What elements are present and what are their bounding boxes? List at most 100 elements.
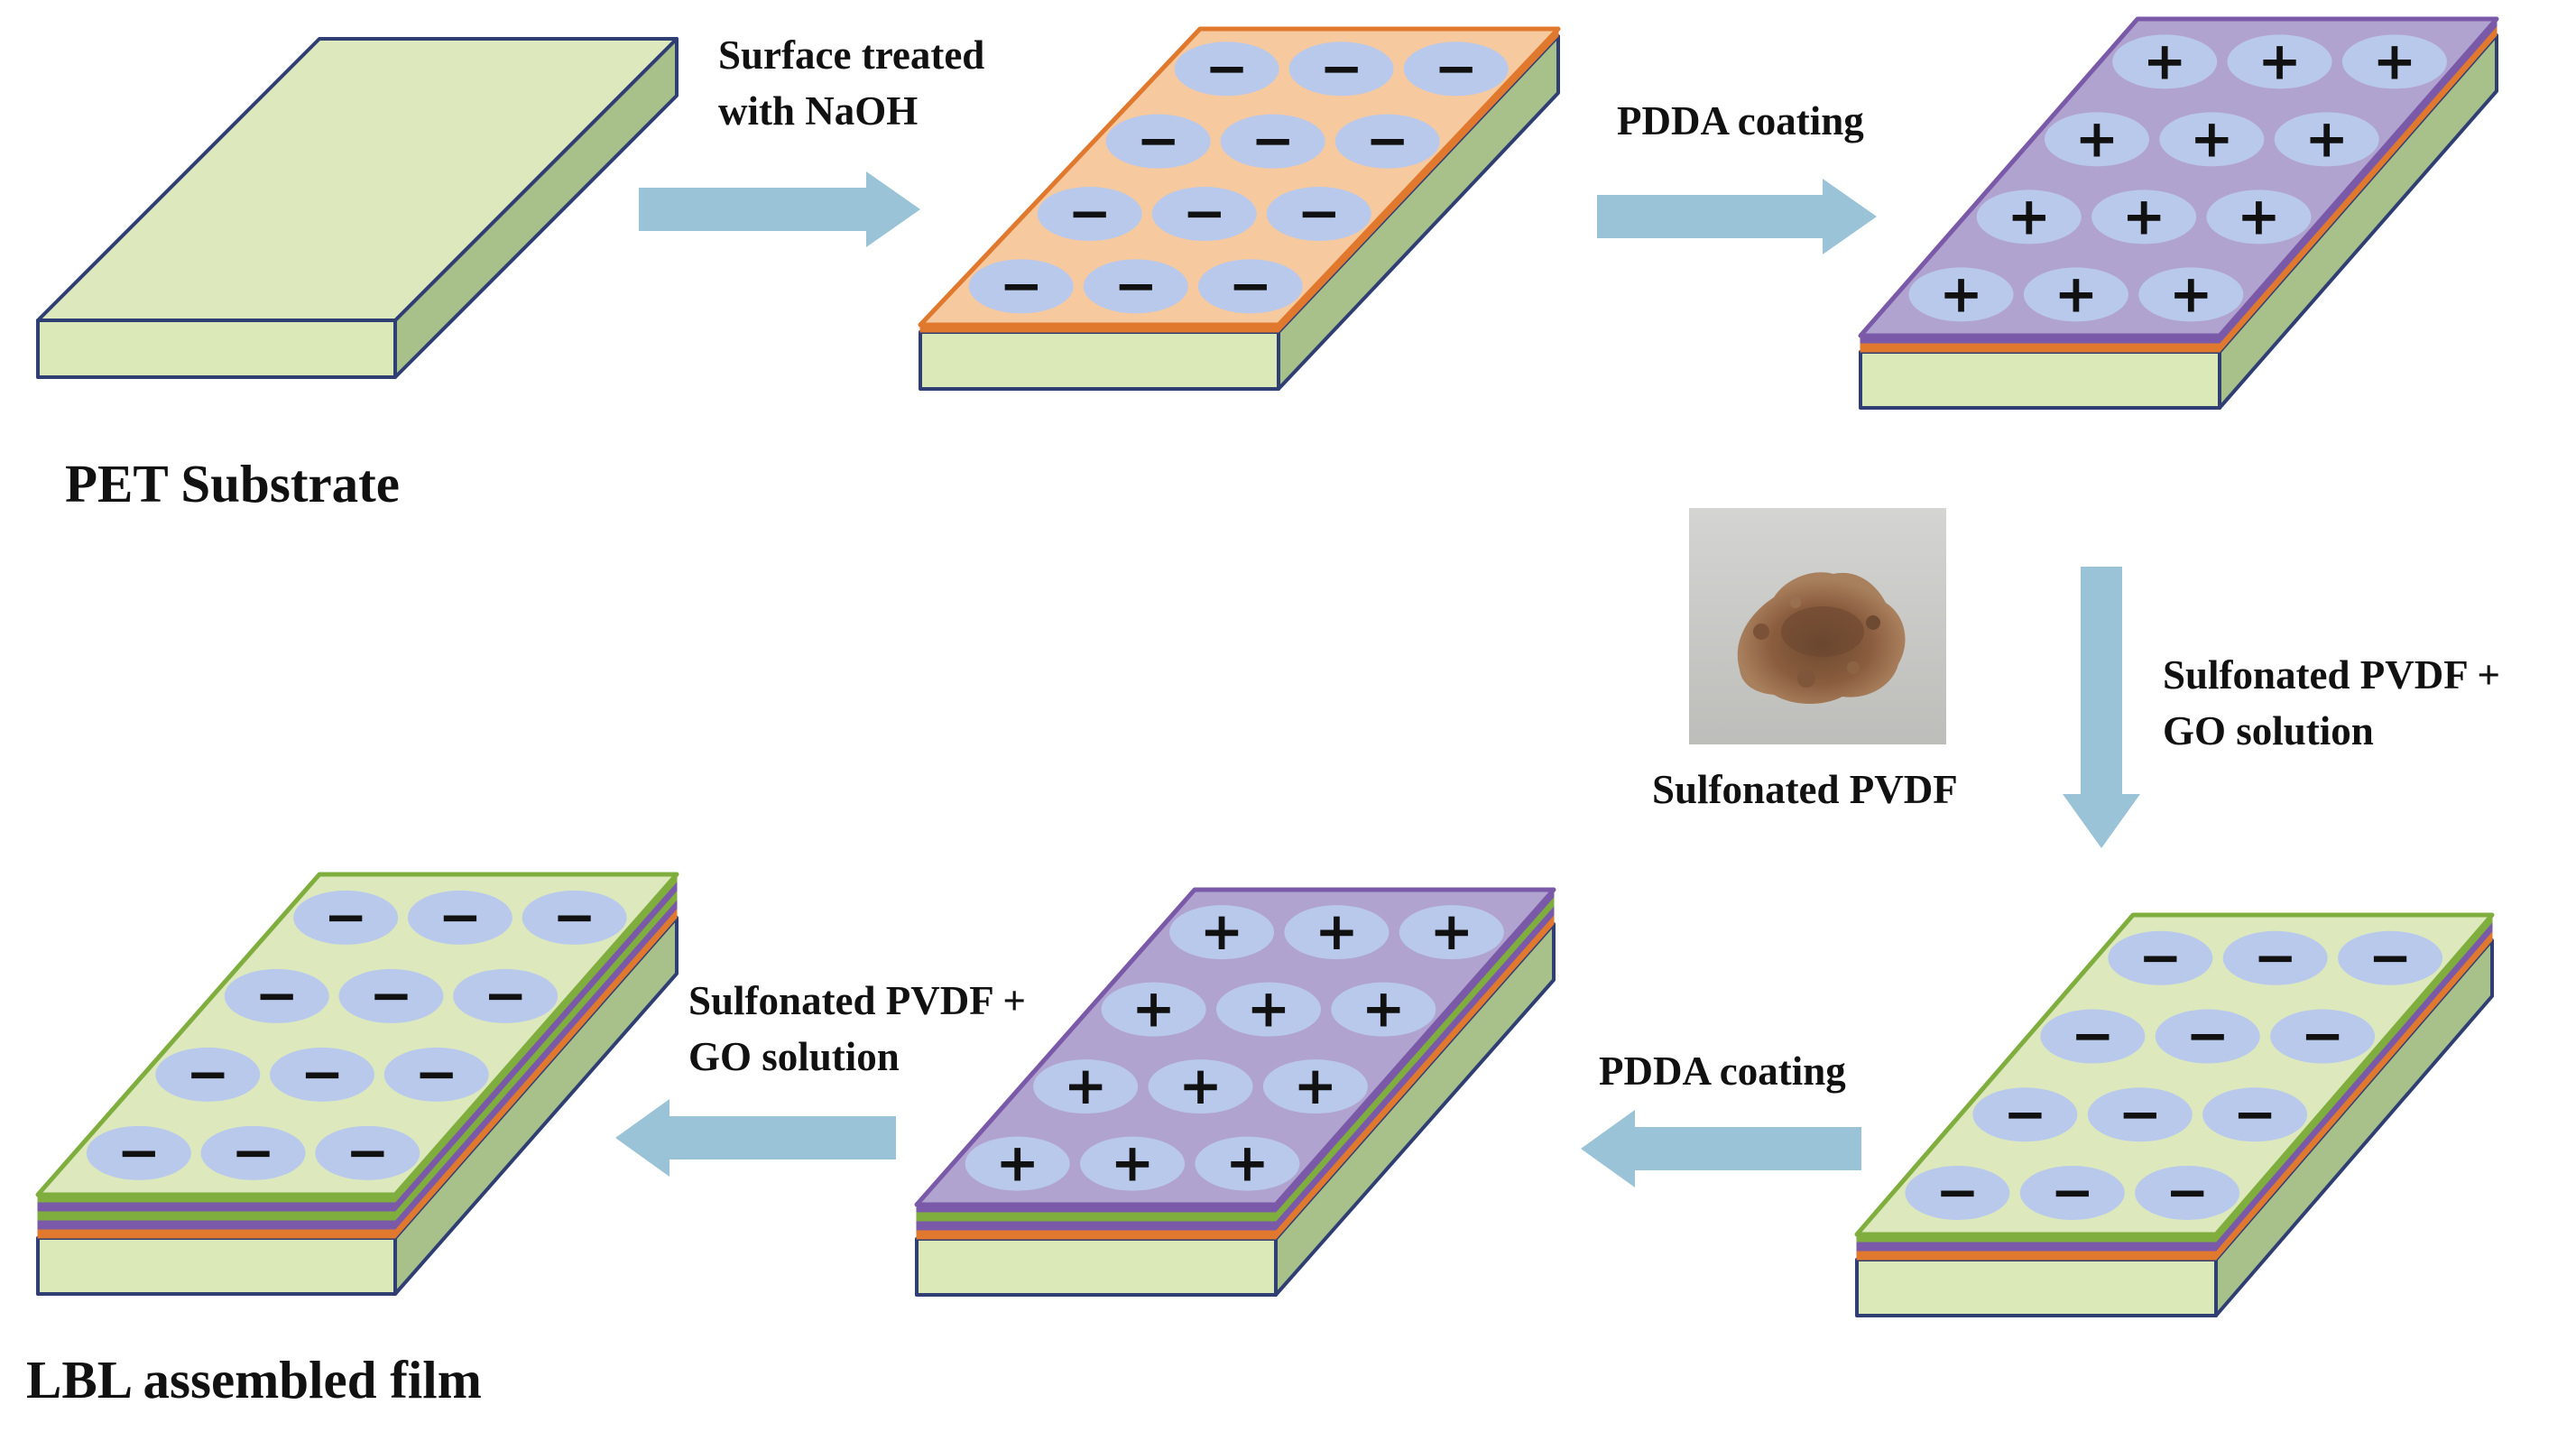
arrow-right-step1: [639, 171, 920, 247]
charge-ellipse: [1334, 114, 1440, 169]
positive-charge-sign: +: [2075, 107, 2119, 169]
slab-pet-substrate: [36, 37, 679, 379]
charge-ellipse: [522, 890, 627, 945]
step4-label: PDDA coating: [1599, 1049, 1846, 1094]
charge-ellipse: [1195, 1136, 1300, 1191]
layer-pdda-front: [916, 1220, 1277, 1231]
charge-ellipse: [2138, 267, 2244, 322]
charge-ellipse: [2274, 112, 2379, 167]
charge-ellipse: [293, 890, 399, 945]
charge-ellipse: [1262, 1059, 1368, 1114]
negative-charge-sign: −: [1319, 37, 1363, 98]
slab-lbl-film: −−−−−−−−−−−−: [35, 872, 679, 1296]
substrate-front-face: [915, 1237, 1278, 1297]
charge-ellipse: [1148, 1059, 1253, 1114]
positive-charge-sign: +: [1064, 1055, 1108, 1116]
negative-charge-sign: −: [1113, 254, 1158, 316]
charge-ellipse: [338, 968, 444, 1023]
negative-charge-sign: −: [369, 965, 413, 1026]
negative-charge-sign: −: [999, 254, 1043, 316]
pet-substrate-label: PET Substrate: [65, 454, 400, 513]
negative-charge-sign: −: [2118, 1083, 2162, 1144]
negative-charge-sign: −: [1136, 110, 1180, 171]
charge-ellipse: [1220, 114, 1325, 169]
top-surface: [36, 37, 679, 322]
positive-charge-sign: +: [2054, 263, 2099, 324]
negative-charge-sign: −: [1205, 37, 1249, 98]
charge-ellipse: [1169, 905, 1275, 960]
step2-label: PDDA coating: [1617, 98, 1864, 143]
positive-charge-sign: +: [2122, 185, 2166, 246]
charge-ellipse: [2091, 189, 2197, 245]
positive-charge-sign: +: [1315, 901, 1359, 962]
slab-pdda-second: ++++++++++++: [914, 887, 1556, 1297]
positive-charge-sign: +: [2257, 30, 2302, 91]
charge-ellipse: [1399, 905, 1504, 960]
layer-pdda-front: [37, 1219, 396, 1230]
negative-charge-sign: −: [2003, 1083, 2047, 1144]
substrate-front-face: [1855, 1258, 2218, 1317]
charge-ellipse: [383, 1047, 489, 1102]
negative-charge-sign: −: [1229, 254, 1273, 316]
negative-charge-sign: −: [1251, 110, 1295, 171]
charge-ellipse: [2270, 1009, 2376, 1064]
negative-charge-sign: −: [552, 886, 596, 947]
charge-ellipse: [2044, 112, 2149, 167]
top-surface: [918, 26, 1561, 328]
charge-ellipse: [315, 1125, 420, 1180]
charge-ellipse: [1080, 1136, 1186, 1191]
positive-charge-sign: +: [1362, 978, 1406, 1039]
negative-charge-sign: −: [1067, 182, 1112, 244]
negative-charge-sign: −: [254, 965, 299, 1026]
negative-charge-sign: −: [2233, 1083, 2277, 1144]
arrow-right-step2: [1597, 179, 1877, 254]
charge-ellipse: [1197, 259, 1303, 314]
charge-ellipse: [2040, 1009, 2146, 1064]
charge-ellipse: [968, 259, 1074, 314]
positive-charge-sign: +: [2143, 30, 2187, 91]
layer-naoh-front: [916, 1229, 1277, 1240]
positive-charge-sign: +: [1939, 263, 1983, 324]
negative-charge-sign: −: [324, 886, 368, 947]
negative-charge-sign: −: [2368, 927, 2413, 988]
charge-ellipse: [1083, 259, 1188, 314]
positive-charge-sign: +: [2169, 263, 2213, 324]
layer-pdda-front: [37, 1201, 396, 1212]
substrate-front-face: [919, 330, 1280, 391]
positive-charge-sign: +: [1429, 901, 1473, 962]
positive-charge-sign: +: [2237, 185, 2281, 246]
charge-ellipse: [1101, 982, 1206, 1037]
arrow-left-step5: [615, 1099, 896, 1177]
layer-naoh-front: [1856, 1250, 2217, 1261]
charge-ellipse: [965, 1136, 1070, 1191]
charge-ellipse: [2155, 1009, 2260, 1064]
charge-ellipse: [2341, 34, 2447, 89]
charge-ellipse: [1284, 905, 1390, 960]
slabs-layer: −−−−−−−−−−−−++++++++++++−−−−−−−−−−−−++++…: [35, 16, 2499, 1317]
charge-ellipse: [1905, 1165, 2010, 1220]
slab-pdda-coated: ++++++++++++: [1858, 16, 2499, 410]
charge-ellipse: [1331, 982, 1436, 1037]
charge-ellipse: [1972, 1087, 2078, 1142]
top-surface: [1858, 16, 2499, 338]
step3-label-line2: GO solution: [2163, 708, 2374, 753]
charge-ellipse: [1105, 114, 1211, 169]
charge-ellipse: [2206, 189, 2312, 245]
charge-ellipse: [2108, 930, 2213, 985]
charge-ellipse: [155, 1047, 261, 1102]
charge-ellipse: [407, 890, 512, 945]
charge-ellipse: [2202, 1087, 2308, 1142]
negative-charge-sign: −: [1297, 182, 1341, 244]
arrow-left-step4: [1581, 1110, 1861, 1187]
negative-charge-sign: −: [1434, 37, 1478, 98]
step1-label-line1: Surface treated: [718, 32, 984, 78]
charge-ellipse: [2159, 112, 2265, 167]
charge-ellipse: [200, 1125, 306, 1180]
charge-ellipse: [1151, 187, 1257, 241]
negative-charge-sign: −: [1182, 182, 1226, 244]
slab-naoh-treated: −−−−−−−−−−−−: [918, 26, 1561, 391]
substrate-front-face: [1859, 350, 2221, 410]
charge-ellipse: [1288, 42, 1394, 97]
charge-ellipse: [224, 968, 329, 1023]
